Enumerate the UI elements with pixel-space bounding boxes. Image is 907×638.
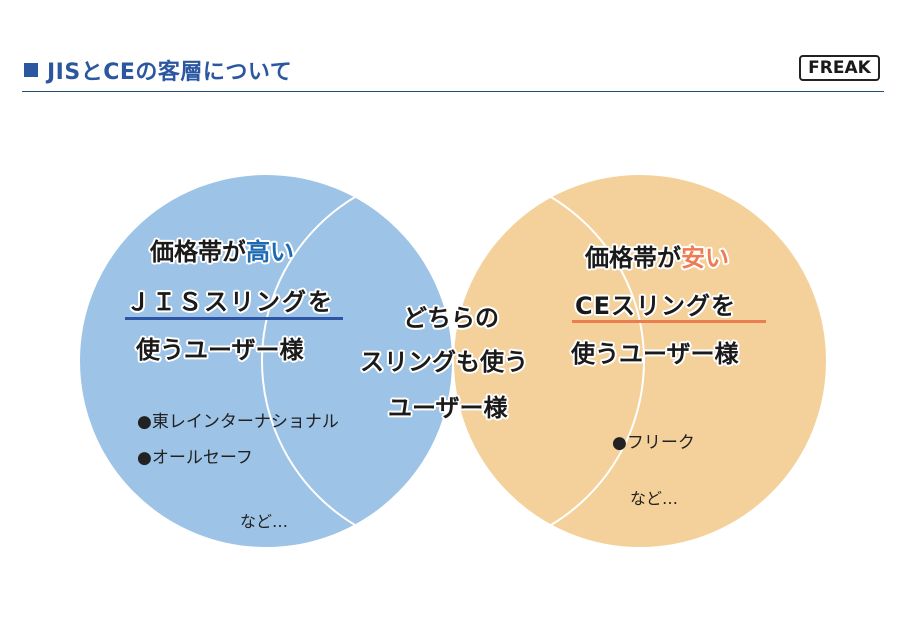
left-heading-line1: 価格帯が高い <box>150 232 294 267</box>
right-item-0: ●フリーク <box>612 433 695 453</box>
right-heading-line1: 価格帯が安い <box>585 238 729 273</box>
left-price-highlight: 高い <box>246 238 294 266</box>
title-divider <box>22 91 884 92</box>
right-heading-line3: 使うユーザー様 <box>571 340 739 368</box>
right-underline <box>572 320 766 323</box>
left-price-label: 価格帯が <box>150 238 246 266</box>
freak-logo: FREAK <box>799 55 880 81</box>
center-line3: ユーザー様 <box>388 394 508 422</box>
left-heading-line3: 使うユーザー様 <box>136 336 304 364</box>
page-title: JISとCEの客層について <box>24 54 292 86</box>
square-bullet-icon <box>24 63 38 77</box>
right-heading-line2: CEスリングを <box>575 292 737 320</box>
right-etc: など… <box>630 489 679 508</box>
center-line2: スリングも使う <box>360 348 528 376</box>
left-etc: など… <box>240 512 289 531</box>
right-price-label: 価格帯が <box>585 244 681 272</box>
left-underline <box>125 317 343 320</box>
page-title-text: JISとCEの客層について <box>47 60 293 85</box>
left-item-1: ●オールセーフ <box>137 448 253 468</box>
center-line1: どちらの <box>403 304 499 332</box>
right-price-highlight: 安い <box>681 244 729 272</box>
left-heading-line2: ＪＩＳスリングを <box>126 288 334 316</box>
left-item-0: ●東レインターナショナル <box>137 412 339 432</box>
